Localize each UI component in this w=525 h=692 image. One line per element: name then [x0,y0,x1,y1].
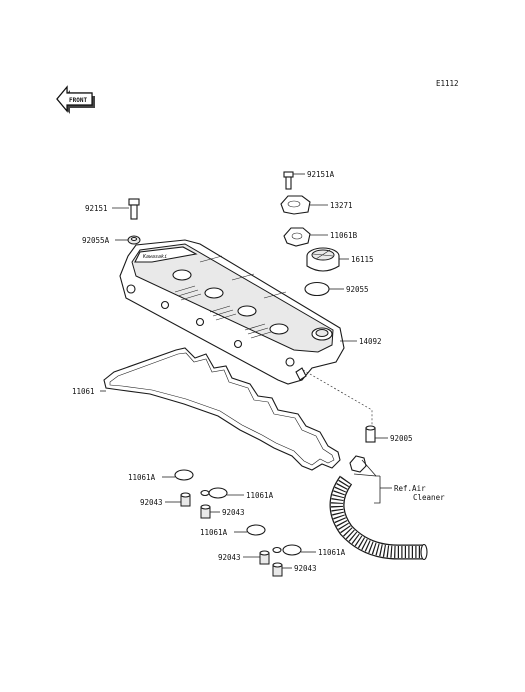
diagram-code: E1112 [436,79,459,88]
gasket-11061b [283,227,311,247]
label-92055: 92055 [346,285,369,294]
label-92151: 92151 [85,204,108,213]
breather-hose [329,475,428,561]
o-ring-92055 [304,281,330,297]
dowel-92043-4 [272,546,283,577]
dowel-92043-1 [180,492,191,507]
dowel-92043-3 [259,550,270,565]
label-92055a: 92055A [82,236,110,245]
label-92043-3: 92043 [218,553,241,562]
cover-gasket [103,347,341,471]
o-ring-11061a-4 [282,544,302,556]
breather-fitting-92005 [365,425,376,443]
o-ring-11061a-2 [208,487,228,499]
dowel-92043-2 [200,489,211,519]
label-11061a-2: 11061A [246,491,274,500]
o-ring-11061a-1 [174,469,194,481]
label-92043-1: 92043 [140,498,163,507]
label-ref-air: Ref.Air [394,484,426,493]
o-ring-11061a-3 [246,524,266,536]
plate-13271 [280,195,311,215]
label-11061a-4: 11061A [318,548,346,557]
label-92005: 92005 [390,434,413,443]
label-11061a-3: 11061A [200,528,228,537]
leader-lines [100,173,392,569]
label-92043-2: 92043 [222,508,245,517]
label-14092: 14092 [359,337,382,346]
bolt-92151 [128,198,140,220]
svg-text:Kawasaki: Kawasaki [142,254,167,260]
label-cleaner: Cleaner [413,493,445,502]
front-direction-icon: FRONT [56,85,95,114]
label-92043-4: 92043 [294,564,317,573]
label-13271: 13271 [330,201,353,210]
callout-labels: 92151A 13271 11061B 16115 92055 14092 92… [72,170,445,573]
cylinder-head-cover: Kawasaki [119,239,345,385]
label-11061a-1: 11061A [128,473,156,482]
front-label: FRONT [69,97,87,104]
cap-16115 [306,247,340,272]
label-92151a: 92151A [307,170,335,179]
label-11061b: 11061B [330,231,358,240]
washer-92055a [127,235,141,245]
label-11061: 11061 [72,387,95,396]
bolt-92151a [283,171,294,190]
hose-clamp [349,455,367,473]
label-16115: 16115 [351,255,374,264]
